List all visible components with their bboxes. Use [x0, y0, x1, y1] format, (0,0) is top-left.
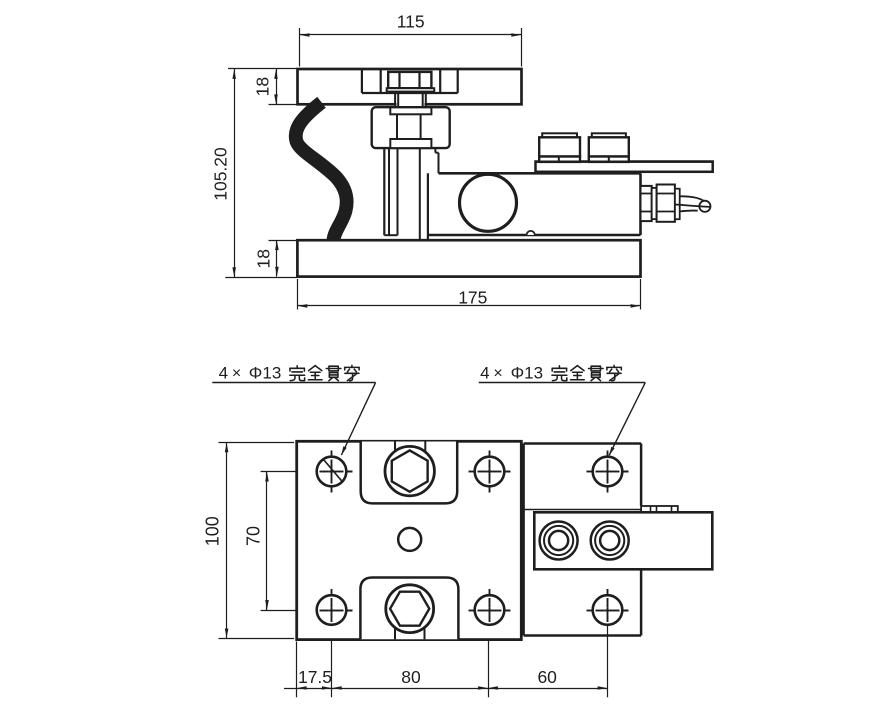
- svg-text:175: 175: [458, 288, 487, 308]
- svg-text:18: 18: [254, 249, 274, 268]
- svg-text:4: 4: [219, 363, 228, 382]
- svg-text:×: ×: [232, 365, 241, 382]
- svg-text:Φ13: Φ13: [249, 363, 281, 382]
- svg-text:×: ×: [493, 365, 502, 382]
- svg-text:100: 100: [203, 516, 223, 546]
- svg-text:70: 70: [244, 526, 264, 546]
- svg-text:17.5: 17.5: [298, 667, 332, 687]
- svg-text:115: 115: [397, 12, 425, 32]
- svg-text:105.20: 105.20: [210, 147, 230, 201]
- svg-text:Φ13: Φ13: [511, 363, 543, 382]
- svg-text:18: 18: [253, 77, 273, 96]
- svg-text:60: 60: [537, 667, 557, 687]
- svg-text:4: 4: [480, 363, 489, 382]
- svg-text:80: 80: [401, 667, 421, 687]
